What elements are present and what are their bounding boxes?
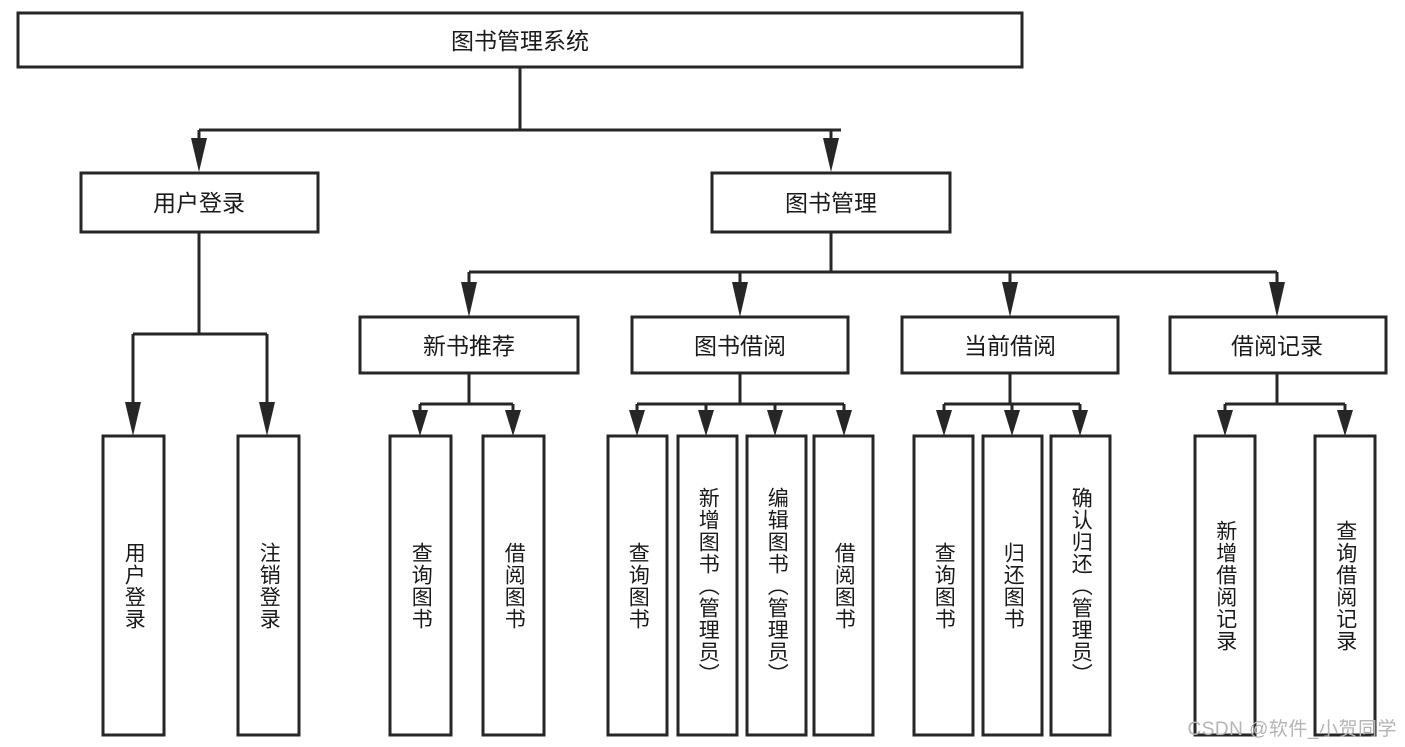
connector-group [125, 67, 1353, 436]
arrowhead-leaf-user-login [125, 402, 141, 436]
node-leaf-borrow-book-1[interactable] [481, 434, 546, 737]
label-root: 图书管理系统 [451, 28, 589, 54]
node-book-borrow[interactable] [630, 315, 850, 375]
node-leaf-return-book[interactable] [981, 434, 1044, 737]
arrowhead-leaf-query-book-3 [936, 410, 952, 436]
arrowhead-current-borrow [1002, 282, 1018, 317]
label-user-login: 用户登录 [153, 190, 245, 216]
node-leaf-borrow-book-2[interactable] [812, 434, 875, 737]
arrowhead-leaf-add-record [1217, 410, 1233, 436]
arrowhead-leaf-return-book [1004, 410, 1020, 436]
node-leaf-query-record[interactable] [1313, 434, 1377, 737]
node-leaf-edit-book[interactable] [745, 434, 808, 737]
arrowhead-leaf-query-record [1337, 410, 1353, 436]
arrowhead-leaf-user-logout [259, 402, 275, 436]
arrowhead-leaf-query-book-1 [412, 410, 428, 436]
node-borrow-record[interactable] [1168, 315, 1388, 375]
label-book-borrow: 图书借阅 [694, 333, 786, 359]
node-leaf-query-book-2[interactable] [606, 434, 669, 737]
horizontal-label-group: 图书管理系统 用户登录 图书管理 新书推荐 图书借阅 当前借阅 借阅记录 [153, 28, 1323, 359]
label-borrow-record: 借阅记录 [1231, 333, 1323, 359]
label-book-manage: 图书管理 [785, 190, 877, 216]
arrowhead-leaf-add-book [698, 410, 714, 436]
node-leaf-confirm-return[interactable] [1049, 434, 1112, 737]
node-leaf-user-login[interactable] [101, 434, 166, 737]
label-new-book-recommend: 新书推荐 [423, 333, 515, 359]
arrowhead-book-manage [823, 138, 839, 172]
node-box-group [16, 11, 1388, 737]
node-leaf-add-record[interactable] [1193, 434, 1257, 737]
node-root[interactable] [16, 11, 1024, 69]
arrowhead-leaf-edit-book [767, 410, 783, 436]
arrowhead-leaf-borrow-book-1 [505, 410, 521, 436]
arrowhead-leaf-borrow-book-2 [836, 410, 852, 436]
node-user-login[interactable] [79, 171, 320, 234]
arrowhead-leaf-confirm-return [1072, 410, 1088, 436]
arrowhead-borrow-record [1269, 282, 1285, 317]
arrowhead-leaf-query-book-2 [629, 410, 645, 436]
node-current-borrow[interactable] [900, 315, 1120, 375]
arrowhead-new-book-recommend [461, 282, 477, 317]
watermark-text: CSDN @软件_小贺同学 [1187, 719, 1397, 740]
node-leaf-query-book-3[interactable] [912, 434, 975, 737]
node-book-manage[interactable] [710, 171, 952, 234]
label-current-borrow: 当前借阅 [964, 333, 1056, 359]
node-leaf-query-book-1[interactable] [388, 434, 453, 737]
node-new-book-recommend[interactable] [358, 315, 580, 375]
node-leaf-user-logout[interactable] [236, 434, 301, 737]
arrowhead-book-borrow [732, 282, 748, 317]
arrowhead-user-login [191, 138, 207, 172]
node-leaf-add-book[interactable] [676, 434, 739, 737]
